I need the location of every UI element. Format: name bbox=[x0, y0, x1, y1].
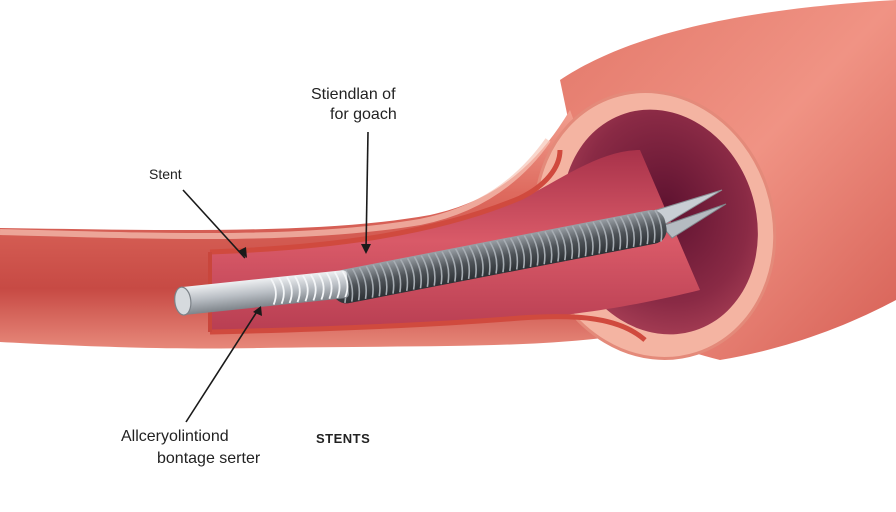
coil-ring bbox=[612, 217, 622, 250]
wire-coil-ring bbox=[325, 272, 333, 300]
coil-ring bbox=[551, 229, 560, 262]
coil-ring bbox=[399, 259, 409, 292]
coil-ring bbox=[530, 233, 539, 266]
leader-bottom bbox=[185, 309, 259, 423]
leader-stent bbox=[182, 189, 246, 259]
catheter-wire bbox=[174, 270, 349, 316]
coil-ring bbox=[571, 225, 581, 258]
coil-ring bbox=[393, 260, 402, 293]
coil-ring bbox=[448, 249, 457, 282]
coil-ring bbox=[386, 261, 395, 294]
coil-ring bbox=[372, 264, 381, 297]
needle-tip bbox=[649, 189, 727, 239]
coil-ring bbox=[379, 263, 388, 296]
coil-ring bbox=[516, 236, 526, 269]
coil-ring bbox=[406, 257, 416, 290]
label-bottom-line-1: Allceryolintiond bbox=[121, 428, 229, 445]
caption-stents: STENTS bbox=[316, 431, 371, 446]
label-top-line-1: Stiendlan of bbox=[311, 86, 396, 103]
label-bottom-line-2: bontage serter bbox=[157, 450, 261, 467]
vessel-cut-edge-bottom bbox=[209, 314, 647, 342]
label-stent: Stent bbox=[149, 166, 182, 182]
coil-ring bbox=[578, 224, 587, 257]
coil-ring bbox=[633, 213, 642, 246]
coil-ring bbox=[647, 210, 656, 243]
coil-ring bbox=[358, 267, 368, 300]
coil-ring bbox=[503, 239, 512, 272]
coil-ring bbox=[365, 265, 374, 298]
coil-ring bbox=[496, 240, 505, 273]
wire-coil-ring bbox=[294, 275, 301, 303]
wire-coil-ring bbox=[302, 274, 309, 302]
coil-ring bbox=[606, 219, 615, 251]
coil-ring bbox=[461, 247, 471, 280]
coil-ring bbox=[523, 235, 532, 268]
coil-ring bbox=[475, 244, 484, 277]
leader-top bbox=[365, 131, 369, 251]
coil-ring bbox=[468, 245, 477, 278]
leader-top-arrow bbox=[361, 244, 371, 254]
coil-ring bbox=[509, 237, 519, 270]
wire-coil-ring bbox=[341, 270, 349, 298]
coil-ring bbox=[351, 268, 361, 301]
coil-ring bbox=[626, 215, 635, 247]
stent-coil bbox=[331, 209, 667, 304]
coil-ring bbox=[344, 269, 354, 302]
coil-ring bbox=[427, 253, 436, 286]
wire-coil-ring bbox=[333, 271, 341, 299]
coil-ring bbox=[413, 256, 422, 289]
coil-ring bbox=[619, 216, 629, 249]
leader-stent-arrow bbox=[238, 247, 247, 258]
label-top-line-2: for goach bbox=[330, 106, 397, 123]
coil-ring bbox=[441, 251, 450, 284]
coil-ring bbox=[420, 255, 429, 288]
coil-ring bbox=[640, 212, 649, 245]
wire-coil-ring bbox=[317, 273, 325, 300]
coil-ring bbox=[482, 243, 491, 276]
coil-ring bbox=[537, 232, 546, 265]
coil-ring bbox=[489, 241, 498, 274]
wire-coil-ring bbox=[278, 277, 285, 305]
coil-ring bbox=[592, 221, 601, 254]
wire-coil-ring bbox=[270, 278, 277, 305]
coil-ring bbox=[599, 220, 608, 253]
coil-ring bbox=[454, 248, 464, 281]
coil-ring bbox=[434, 252, 443, 285]
vessel-cut-edge-top bbox=[209, 149, 563, 255]
wire-coil-ring bbox=[286, 276, 293, 304]
coil-ring bbox=[585, 223, 594, 255]
coil-ring bbox=[564, 227, 574, 259]
coil-ring bbox=[654, 209, 663, 242]
leader-bottom-arrow bbox=[253, 306, 262, 316]
coil-ring bbox=[544, 231, 553, 263]
wire-coil-ring bbox=[309, 274, 317, 301]
coil-ring bbox=[558, 228, 567, 261]
